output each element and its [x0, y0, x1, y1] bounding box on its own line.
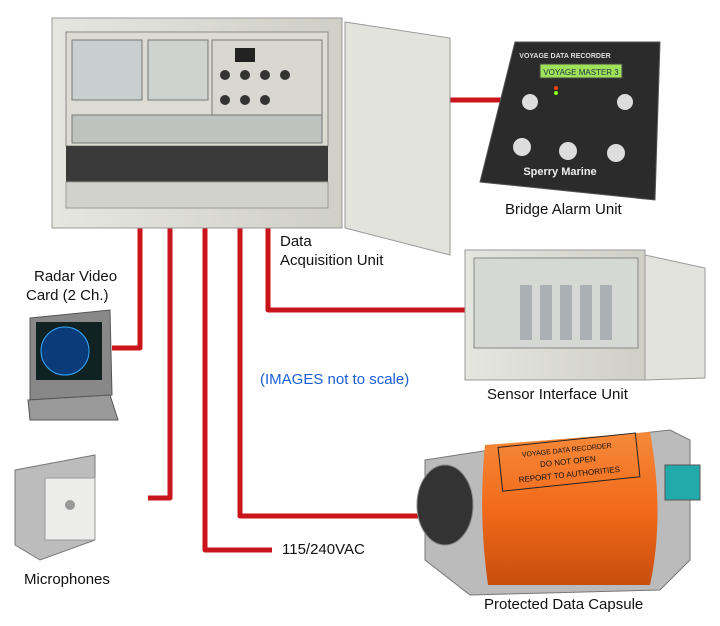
wire-mics	[148, 225, 173, 501]
siu-label: Sensor Interface Unit	[487, 386, 628, 403]
mics-label: Microphones	[24, 571, 110, 588]
wire-radar	[112, 225, 143, 351]
dau-label-line1: Data	[280, 233, 312, 250]
radar-label-line2: Card (2 Ch.)	[26, 287, 109, 304]
microphone-image	[14, 454, 96, 561]
wire-capsule	[237, 225, 425, 519]
radar-label-line1: Radar Video	[34, 268, 118, 285]
wire-power	[202, 225, 272, 553]
panel-title: VOYAGE DATA RECORDER	[519, 53, 610, 60]
bridge-label: Bridge Alarm Unit	[505, 201, 622, 218]
data-capsule-image: VOYAGE DATA RECORDER DO NOT OPEN REPORT …	[416, 429, 701, 596]
radar-display-image	[27, 309, 119, 421]
panel-brand: Sperry Marine	[523, 166, 596, 178]
wires	[112, 97, 505, 553]
dau-label-line2: Acquisition Unit	[280, 252, 384, 269]
data-acquisition-unit-image	[51, 17, 451, 256]
punce-list-button	[522, 94, 538, 110]
power-label: 115/240VAC	[282, 541, 365, 558]
save-right-button	[607, 144, 625, 162]
ack-button	[559, 142, 577, 160]
dim-button	[617, 94, 633, 110]
wire-siu	[265, 225, 472, 313]
scale-note: (IMAGES not to scale)	[260, 371, 410, 388]
sensor-interface-unit-image	[464, 249, 706, 381]
save-left-button	[513, 138, 531, 156]
panel-display: VOYAGE MASTER 3	[543, 68, 619, 77]
bridge-alarm-unit-image: VOYAGE DATA RECORDER VOYAGE MASTER 3 Spe…	[479, 41, 661, 201]
capsule-title-label: Protected Data Capsule	[484, 596, 644, 613]
